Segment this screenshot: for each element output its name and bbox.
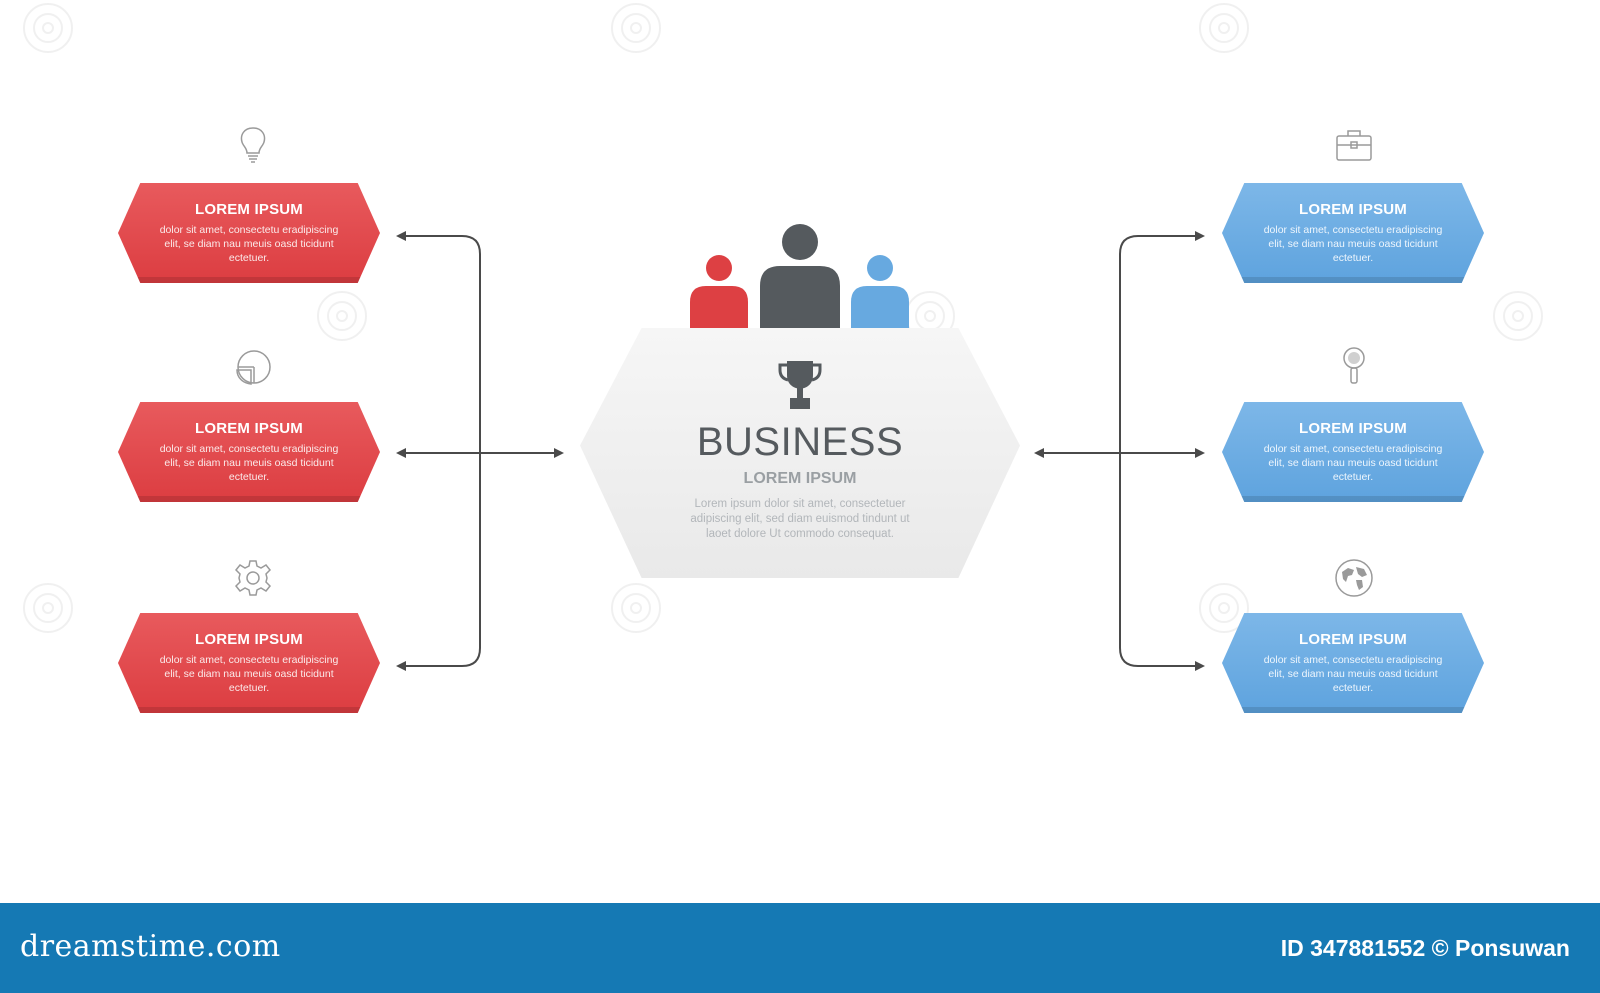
box-body: dolor sit amet, consectetu eradipiscing …	[159, 654, 339, 694]
left-bracket-line	[396, 231, 481, 671]
globe-icon	[1335, 559, 1373, 597]
box-title: LOREM IPSUM	[1298, 201, 1408, 218]
right-bracket-line	[1119, 231, 1205, 671]
center-body-text: Lorem ipsum dolor sit amet, consectetuer…	[690, 498, 910, 540]
brand-logo-text[interactable]: dreamstime.com	[20, 929, 281, 964]
watermark-pattern	[23, 3, 1543, 633]
person-center-icon	[760, 224, 840, 328]
person-right-icon	[851, 255, 909, 328]
center-subtitle: LOREM IPSUM	[743, 470, 857, 487]
box-body: dolor sit amet, consectetu eradipiscing …	[1263, 654, 1443, 694]
right-box-1: LOREM IPSUM dolor sit amet, consectetu e…	[1222, 183, 1484, 283]
box-body: dolor sit amet, consectetu eradipiscing …	[1263, 224, 1443, 264]
box-body: dolor sit amet, consectetu eradipiscing …	[1263, 443, 1443, 483]
box-title: LOREM IPSUM	[194, 420, 304, 437]
footer-bar: dreamstime.com ID 347881552 © Ponsuwan	[0, 903, 1600, 993]
right-box-2: LOREM IPSUM dolor sit amet, consectetu e…	[1222, 402, 1484, 502]
left-box-2: LOREM IPSUM dolor sit amet, consectetu e…	[118, 402, 380, 502]
box-title: LOREM IPSUM	[1298, 631, 1408, 648]
box-body: dolor sit amet, consectetu eradipiscing …	[159, 224, 339, 264]
box-body: dolor sit amet, consectetu eradipiscing …	[159, 443, 339, 483]
image-id-credit: ID 347881552 © Ponsuwan	[1280, 935, 1570, 961]
gear-icon	[234, 560, 272, 596]
briefcase-icon	[1336, 130, 1372, 161]
connector-lines	[396, 231, 1205, 671]
person-left-icon	[690, 255, 748, 328]
hexagon-shape	[1222, 402, 1484, 502]
lightbulb-icon	[240, 127, 266, 163]
people-icon	[690, 224, 909, 328]
magnifier-icon	[1343, 347, 1365, 384]
left-box-3: LOREM IPSUM dolor sit amet, consectetu e…	[118, 613, 380, 713]
box-title: LOREM IPSUM	[194, 631, 304, 648]
trophy-icon	[778, 361, 822, 409]
pie-chart-icon	[236, 350, 271, 385]
box-title: LOREM IPSUM	[1298, 420, 1408, 437]
box-title: LOREM IPSUM	[194, 201, 304, 218]
right-box-3: LOREM IPSUM dolor sit amet, consectetu e…	[1222, 613, 1484, 713]
hexagon-shape	[118, 402, 380, 502]
infographic-diagram: LOREM IPSUM dolor sit amet, consectetu e…	[23, 3, 1543, 713]
hexagon-shape	[118, 613, 380, 713]
hexagon-shape	[1222, 183, 1484, 283]
hexagon-shape	[118, 183, 380, 283]
center-box: BUSINESS LOREM IPSUM Lorem ipsum dolor s…	[580, 328, 1020, 578]
left-box-1: LOREM IPSUM dolor sit amet, consectetu e…	[118, 183, 380, 283]
hexagon-shape	[1222, 613, 1484, 713]
center-title: BUSINESS	[696, 420, 904, 464]
